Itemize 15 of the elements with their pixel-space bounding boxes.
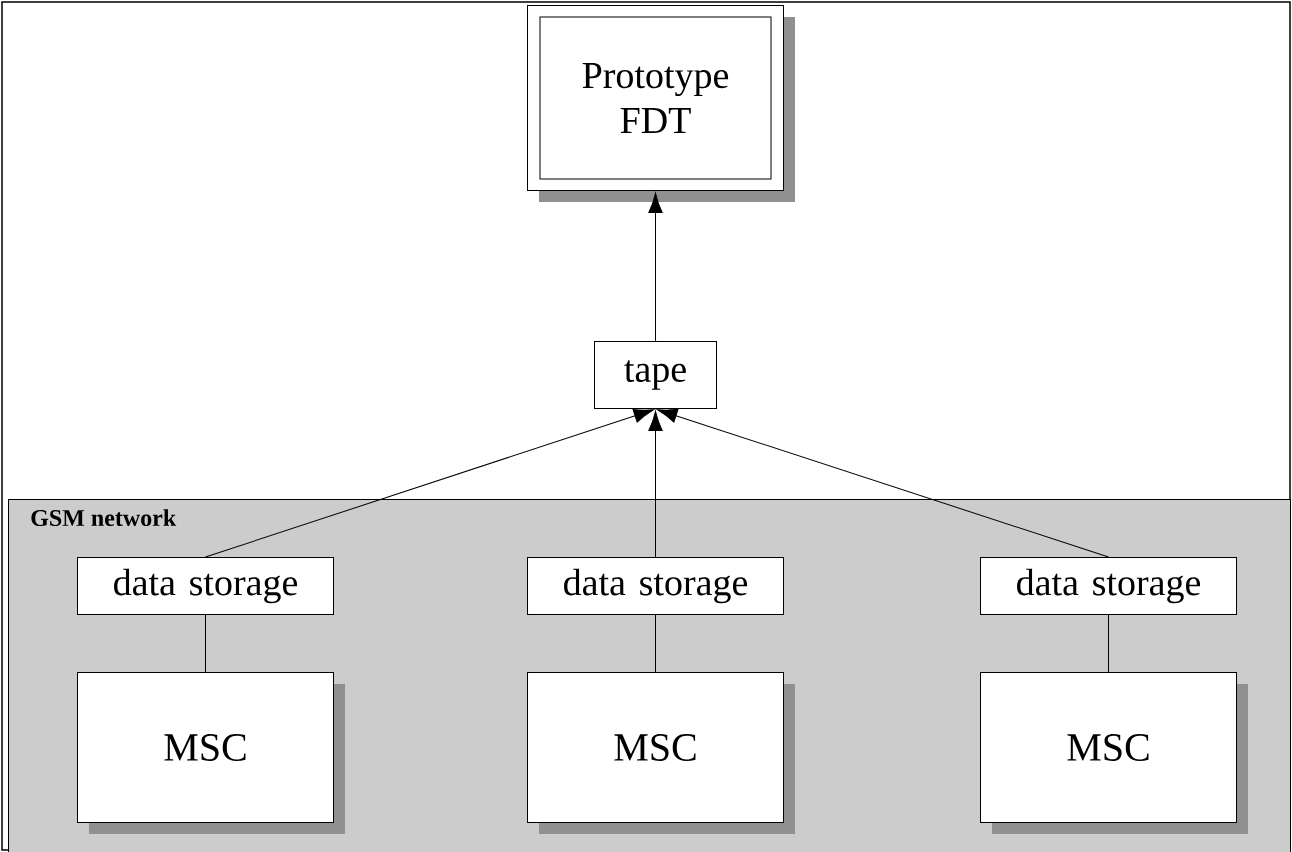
connector-line: [1108, 614, 1109, 673]
msc-box: MSC: [980, 672, 1248, 834]
msc-box: MSC: [527, 672, 795, 834]
msc-box: MSC: [77, 672, 345, 834]
connector-line: [205, 614, 206, 673]
arrow: [205, 408, 654, 558]
storage-box: data storage: [980, 557, 1237, 615]
process-box: Prototype FDT: [527, 5, 795, 202]
storage-box: data storage: [527, 557, 784, 615]
arrow: [648, 410, 663, 558]
connector-line: [655, 614, 656, 673]
arrow: [648, 192, 663, 342]
process-box: tape: [594, 341, 717, 409]
arrow: [657, 408, 1109, 558]
storage-box: data storage: [77, 557, 334, 615]
